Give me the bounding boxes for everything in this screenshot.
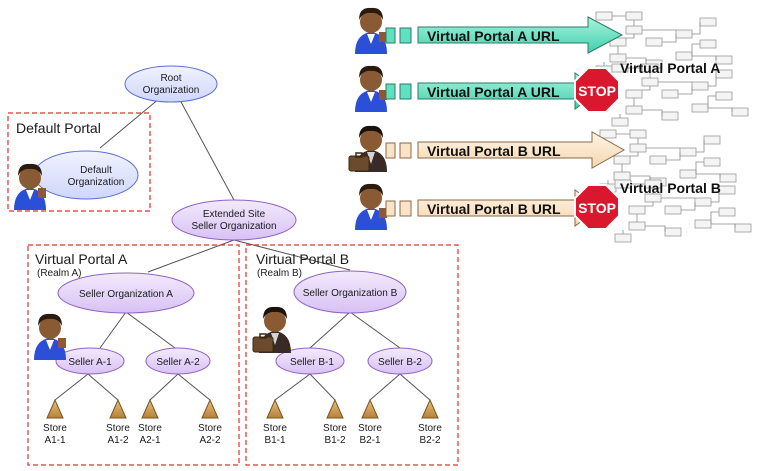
- store-a1-2: Store A1-2: [106, 398, 130, 446]
- store-label-line1: Store: [358, 423, 382, 434]
- connector-square: [385, 27, 396, 44]
- connector-square: [399, 142, 412, 159]
- store-label-line1: Store: [138, 423, 162, 434]
- root-organization-node: [124, 65, 218, 103]
- seller-b2-node: [367, 347, 433, 375]
- store-b2-1: Store B2-1: [358, 398, 382, 446]
- url-label: Virtual Portal B URL: [427, 201, 561, 217]
- user-icon: [355, 7, 387, 54]
- store-label-line2: A2-1: [139, 435, 161, 446]
- virtual-portal-a-title: Virtual Portal A: [35, 251, 128, 267]
- default-portal-title: Default Portal: [16, 120, 101, 136]
- seller-b2-label: Seller B-2: [378, 357, 422, 368]
- connector-square: [399, 83, 412, 100]
- default-organization-line1: Default: [80, 165, 112, 176]
- store-label-line1: Store: [323, 423, 347, 434]
- store-triangle-icon: [141, 398, 159, 419]
- store-b1-1: Store B1-1: [263, 398, 287, 446]
- seller-a1-label: Seller A-1: [68, 357, 112, 368]
- store-label-line2: B2-2: [419, 435, 441, 446]
- virtual-portal-a-box: [27, 244, 240, 466]
- seller-a2-node: [145, 347, 211, 375]
- store-label-line1: Store: [418, 423, 442, 434]
- url-arrow-a: [417, 16, 624, 54]
- stop-sign-text: STOP: [578, 200, 616, 216]
- extended-site-line1: Extended Site: [203, 209, 266, 220]
- store-triangle-icon: [361, 398, 379, 419]
- access-row-3: Virtual Portal B URL: [348, 125, 626, 173]
- access-row-2: Virtual Portal A URL STOP: [355, 65, 620, 113]
- store-a2-2: Store A2-2: [198, 398, 222, 446]
- store-label-line1: Store: [263, 423, 287, 434]
- stop-sign-text: STOP: [578, 83, 616, 99]
- store-label-line2: A1-2: [107, 435, 129, 446]
- default-organization-line2: Organization: [68, 177, 125, 188]
- connector-square: [399, 27, 412, 44]
- root-organization-line1: Root: [160, 73, 181, 84]
- virtual-portal-b-box: [245, 244, 459, 466]
- url-label: Virtual Portal B URL: [427, 143, 561, 159]
- user-icon: [355, 183, 387, 230]
- connector-square: [385, 83, 396, 100]
- url-arrow-b: [417, 131, 626, 169]
- store-label-line2: A1-1: [44, 435, 66, 446]
- store-triangle-icon: [46, 398, 64, 419]
- seller-b1-node: [275, 347, 345, 375]
- realm-a-label: (Realm A): [37, 268, 81, 279]
- store-label-line1: Store: [43, 423, 67, 434]
- store-triangle-icon: [109, 398, 127, 419]
- seller-org-b-node: [293, 270, 407, 314]
- seller-org-b-label: Seller Organization B: [303, 288, 398, 299]
- store-b1-2: Store B1-2: [323, 398, 347, 446]
- store-triangle-icon: [266, 398, 284, 419]
- connector-square: [385, 200, 396, 217]
- store-b2-2: Store B2-2: [418, 398, 442, 446]
- realm-b-label: (Realm B): [257, 268, 302, 279]
- site-label-a: Virtual Portal A: [620, 60, 720, 76]
- user-icon: [355, 65, 387, 112]
- store-a2-1: Store A2-1: [138, 398, 162, 446]
- extended-site-line2: Seller Organization: [191, 221, 276, 232]
- extended-site-node: [171, 199, 297, 241]
- seller-org-a-node: [57, 272, 195, 314]
- store-a1-1: Store A1-1: [43, 398, 67, 446]
- store-triangle-icon: [326, 398, 344, 419]
- store-label-line2: B1-1: [264, 435, 286, 446]
- store-label-line1: Store: [106, 423, 130, 434]
- seller-a1-node: [55, 347, 125, 375]
- seller-org-a-label: Seller Organization A: [79, 289, 173, 300]
- seller-a-user-icon: [34, 313, 66, 360]
- virtual-portal-b-title: Virtual Portal B: [256, 251, 349, 267]
- hierarchy-connectors: [54, 97, 431, 401]
- seller-a2-label: Seller A-2: [156, 357, 200, 368]
- store-label-line1: Store: [198, 423, 222, 434]
- store-label-line2: B1-2: [324, 435, 346, 446]
- site-label-b: Virtual Portal B: [620, 180, 721, 196]
- business-user-icon: [348, 125, 388, 173]
- url-label: Virtual Portal A URL: [427, 28, 560, 44]
- store-label-line2: A2-2: [199, 435, 221, 446]
- store-triangle-icon: [421, 398, 439, 419]
- seller-b1-label: Seller B-1: [290, 357, 334, 368]
- connector-square: [399, 200, 412, 217]
- seller-b-business-user-icon: [252, 306, 292, 354]
- root-organization-line2: Organization: [143, 85, 200, 96]
- access-row-1: Virtual Portal A URL: [355, 7, 624, 54]
- store-label-line2: B2-1: [359, 435, 381, 446]
- connector-square: [385, 142, 396, 159]
- store-triangle-icon: [201, 398, 219, 419]
- access-row-4: Virtual Portal B URL STOP: [355, 183, 620, 230]
- url-label: Virtual Portal A URL: [427, 84, 560, 100]
